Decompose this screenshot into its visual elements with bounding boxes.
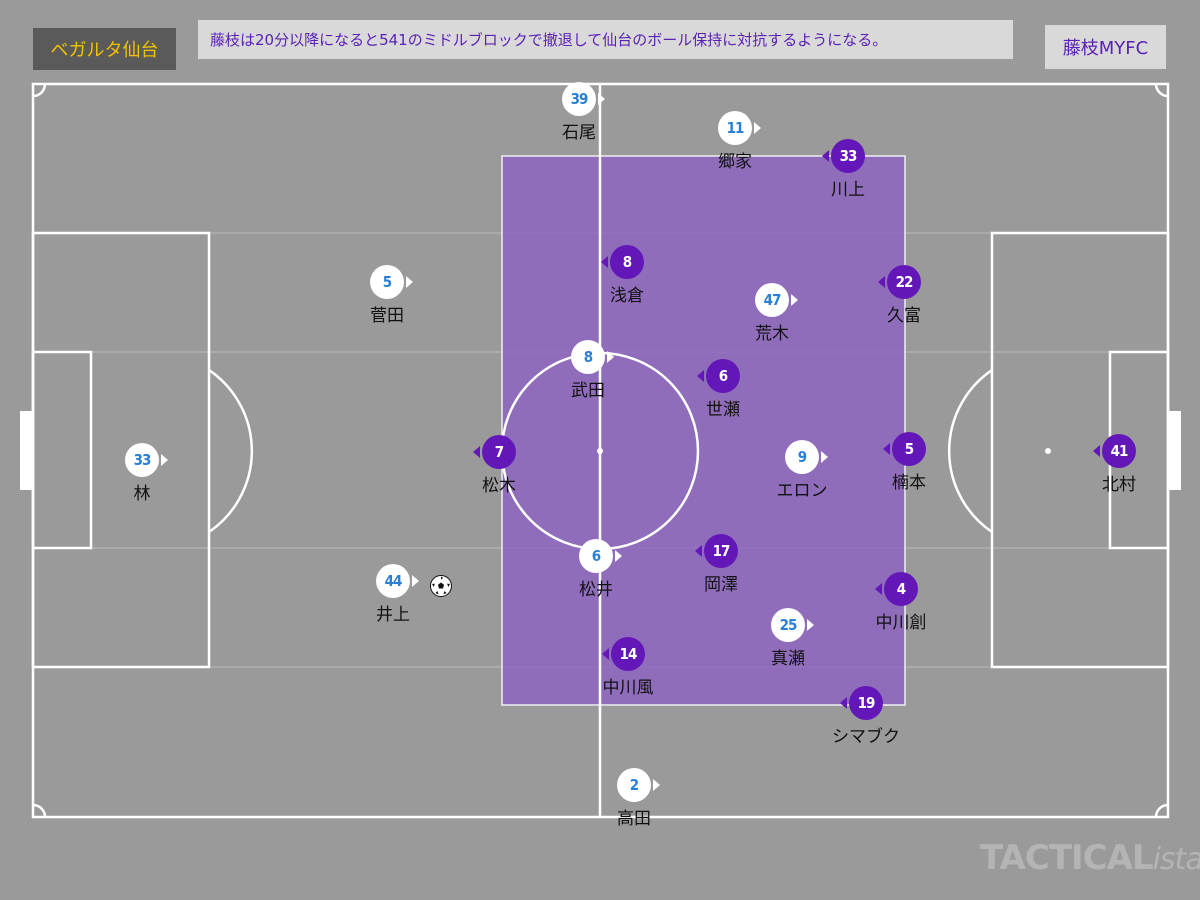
left-goal [20,411,33,490]
player-number: 8 [571,340,605,374]
player-number: 9 [785,440,819,474]
player-number: 19 [849,686,883,720]
right-goal [1168,411,1181,490]
facing-arrow-icon [883,443,890,455]
player-number: 2 [617,768,651,802]
facing-arrow-icon [875,583,882,595]
player-name: 石尾 [562,123,596,143]
player-name: 久富 [887,306,921,326]
player-name: 浅倉 [610,286,644,306]
player-name: 川上 [831,180,865,200]
player-number: 11 [718,111,752,145]
player-number: 33 [125,443,159,477]
player-name: エロン [776,481,828,501]
player-number: 17 [704,534,738,568]
defensive-block-area [501,155,906,706]
facing-arrow-icon [615,550,622,562]
facing-arrow-icon [161,454,168,466]
facing-arrow-icon [791,294,798,306]
player-name: 中川創 [875,613,927,633]
facing-arrow-icon [607,351,614,363]
facing-arrow-icon [807,619,814,631]
player-name: 松木 [482,476,516,496]
player-name: 世瀬 [706,400,740,420]
home-team-label: ベガルタ仙台 [33,28,176,70]
player-number: 6 [579,539,613,573]
facing-arrow-icon [473,446,480,458]
facing-arrow-icon [821,451,828,463]
player-number: 39 [562,82,596,116]
player-number: 22 [887,265,921,299]
player-number: 5 [370,265,404,299]
player-name: シマブク [832,727,900,747]
player-name: 荒木 [755,324,789,344]
player-number: 47 [755,283,789,317]
player-number: 5 [892,432,926,466]
facing-arrow-icon [412,575,419,587]
facing-arrow-icon [878,276,885,288]
player-number: 41 [1102,434,1136,468]
player-number: 33 [831,139,865,173]
facing-arrow-icon [406,276,413,288]
watermark-logo: TACTICALista [980,838,1200,878]
facing-arrow-icon [653,779,660,791]
player-name: 楠本 [892,473,926,493]
player-name: 高田 [617,809,651,829]
player-name: 井上 [376,605,410,625]
facing-arrow-icon [602,648,609,660]
facing-arrow-icon [754,122,761,134]
player-number: 14 [611,637,645,671]
player-number: 6 [706,359,740,393]
player-name: 真瀬 [771,649,805,669]
facing-arrow-icon [697,370,704,382]
player-name: 北村 [1102,475,1136,495]
player-name: 松井 [579,580,613,600]
player-name: 菅田 [370,306,404,326]
player-number: 8 [610,245,644,279]
facing-arrow-icon [840,697,847,709]
player-number: 7 [482,435,516,469]
player-name: 武田 [571,381,605,401]
soccer-ball-icon [430,575,452,597]
player-name: 中川風 [602,678,654,698]
player-name: 郷家 [718,152,752,172]
player-name: 岡澤 [704,575,738,595]
player-number: 44 [376,564,410,598]
caption-text: 藤枝は20分以降になると541のミドルブロックで撤退して仙台のボール保持に対抗す… [198,20,1013,59]
player-number: 25 [771,608,805,642]
player-number: 4 [884,572,918,606]
facing-arrow-icon [1093,445,1100,457]
away-team-label: 藤枝MYFC [1045,25,1166,69]
player-name: 林 [133,484,151,504]
facing-arrow-icon [598,93,605,105]
facing-arrow-icon [695,545,702,557]
facing-arrow-icon [601,256,608,268]
facing-arrow-icon [822,150,829,162]
